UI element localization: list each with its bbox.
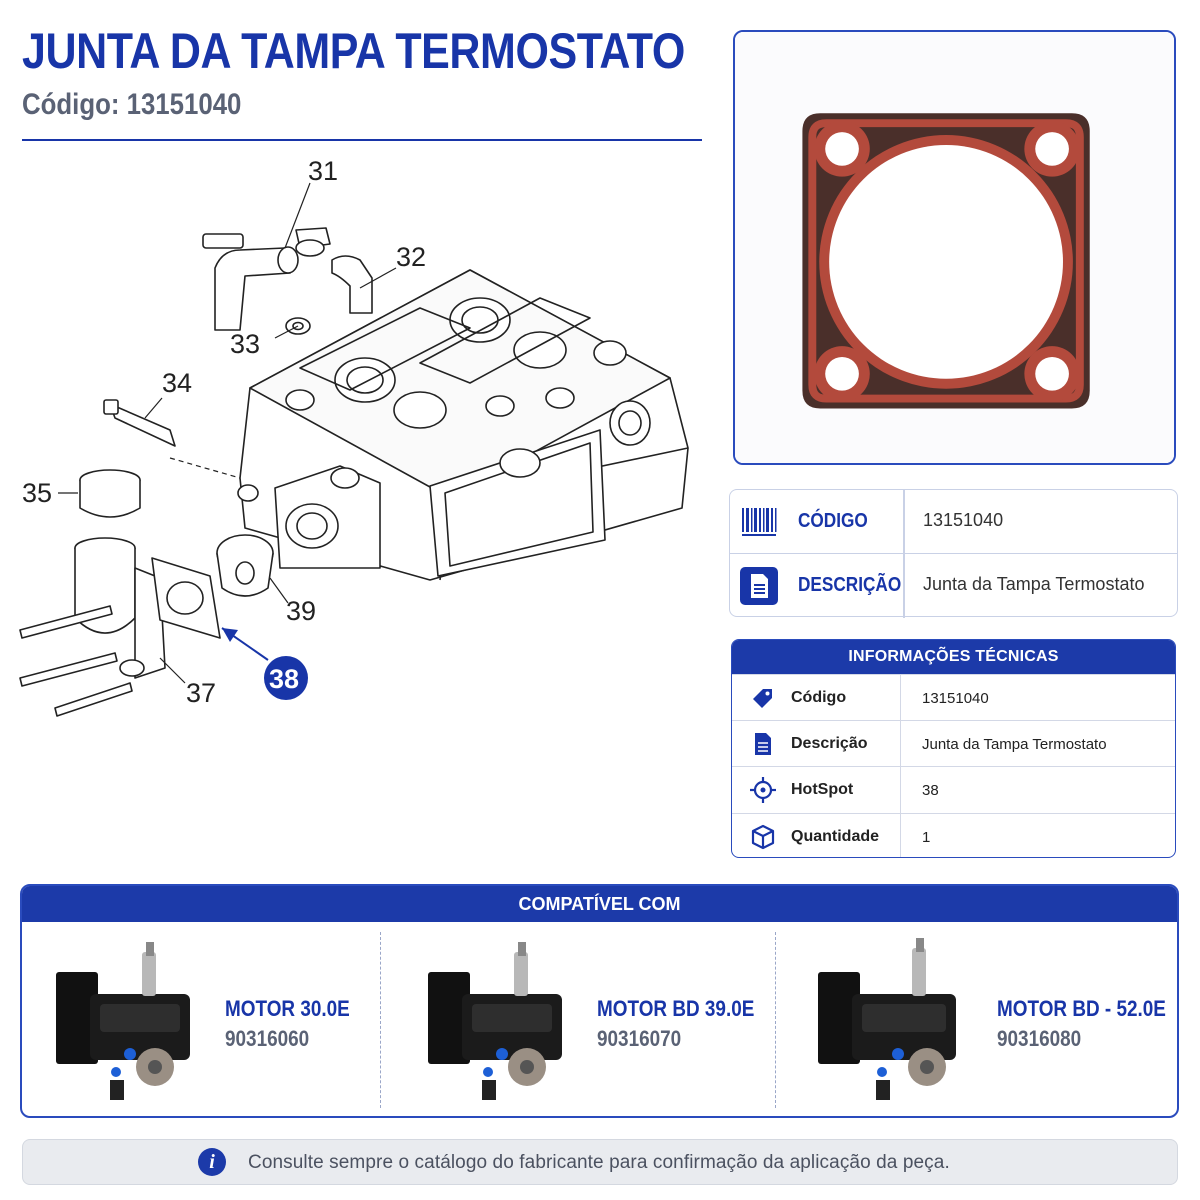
tech-label-description: Descrição — [791, 735, 868, 753]
title-divider — [22, 139, 702, 141]
callout-31[interactable]: 31 — [308, 156, 338, 186]
tech-label-code: Código — [791, 689, 847, 706]
id-value-code: 13151040 — [923, 510, 1004, 530]
document-icon — [750, 731, 776, 757]
technical-info-header: INFORMAÇÕES TÉCNICAS — [732, 640, 1175, 674]
tech-row-hotspot: HotSpot 38 — [732, 766, 1175, 812]
page-title: JUNTA DA TAMPA TERMOSTATO — [22, 23, 685, 79]
compatible-engines-panel: COMPATÍVEL COM MOTOR 30.0E 90316060 — [20, 884, 1179, 1118]
document-icon — [739, 566, 779, 606]
id-label-description: DESCRIÇÃO — [798, 574, 902, 596]
technical-info-table: INFORMAÇÕES TÉCNICAS Código 13151040 Des… — [731, 639, 1176, 858]
tag-icon — [750, 685, 776, 711]
hotspot-38-marker[interactable] — [264, 656, 308, 700]
engine-thumbnail — [812, 932, 972, 1112]
cube-icon — [750, 824, 776, 850]
gasket-image — [735, 32, 1174, 463]
callout-32[interactable]: 32 — [396, 242, 426, 272]
engine-thumbnail — [50, 932, 210, 1112]
tech-row-description: Descrição Junta da Tampa Termostato — [732, 720, 1175, 766]
compatible-divider — [380, 932, 381, 1108]
tech-row-quantity: Quantidade 1 — [732, 812, 1175, 857]
compatible-item-motor-bd-52[interactable]: MOTOR BD - 52.0E 90316080 — [812, 922, 1172, 1116]
product-photo — [733, 30, 1176, 465]
id-row-description: DESCRIÇÃO Junta da Tampa Termostato — [730, 554, 1177, 618]
tech-value-quantity: 1 — [922, 828, 931, 846]
compatible-code: 90316070 — [597, 1026, 682, 1051]
part-id-card: CÓDIGO 13151040 DESCRIÇÃO Junta da Tampa… — [729, 489, 1178, 618]
tech-value-code: 13151040 — [922, 690, 989, 707]
exploded-parts-diagram: 31 32 33 34 35 37 38 39 — [0, 148, 720, 728]
tech-row-code: Código 13151040 — [732, 674, 1175, 720]
id-row-code: CÓDIGO 13151040 — [730, 490, 1177, 554]
compatible-code: 90316060 — [225, 1026, 310, 1051]
tech-value-description: Junta da Tampa Termostato — [922, 736, 1107, 754]
crosshair-icon — [750, 777, 776, 804]
part-code-subtitle: Código: 13151040 — [22, 88, 242, 121]
callout-38[interactable]: 38 — [269, 664, 299, 694]
compatible-name: MOTOR BD - 52.0E — [997, 996, 1166, 1021]
notice-text: Consulte sempre o catálogo do fabricante… — [248, 1152, 950, 1173]
compatible-code: 90316080 — [997, 1026, 1082, 1051]
engine-head-drawing: 31 32 33 34 35 37 38 39 — [19, 156, 689, 717]
tech-label-hotspot: HotSpot — [791, 781, 854, 799]
compatible-divider — [775, 932, 776, 1108]
barcode-icon — [739, 502, 779, 542]
callout-33[interactable]: 33 — [230, 329, 260, 359]
tech-label-quantity: Quantidade — [791, 827, 880, 845]
engine-thumbnail — [422, 932, 582, 1112]
compatible-item-motor-30[interactable]: MOTOR 30.0E 90316060 — [50, 922, 380, 1116]
compatible-name: MOTOR BD 39.0E — [597, 996, 755, 1021]
id-value-description: Junta da Tampa Termostato — [923, 574, 1145, 594]
tech-value-hotspot: 38 — [922, 782, 939, 800]
callout-37[interactable]: 37 — [186, 678, 216, 708]
id-label-code: CÓDIGO — [798, 510, 868, 532]
catalog-notice: i Consulte sempre o catálogo do fabrican… — [22, 1139, 1178, 1185]
compatible-header: COMPATÍVEL COM — [22, 886, 1177, 922]
tech-table-divider — [900, 674, 901, 857]
id-card-divider — [903, 490, 905, 618]
callout-34[interactable]: 34 — [162, 368, 192, 398]
callout-35[interactable]: 35 — [22, 478, 52, 508]
info-icon: i — [198, 1148, 226, 1176]
compatible-name: MOTOR 30.0E — [225, 996, 350, 1021]
callout-39[interactable]: 39 — [286, 596, 316, 626]
compatible-item-motor-bd-39[interactable]: MOTOR BD 39.0E 90316070 — [422, 922, 772, 1116]
